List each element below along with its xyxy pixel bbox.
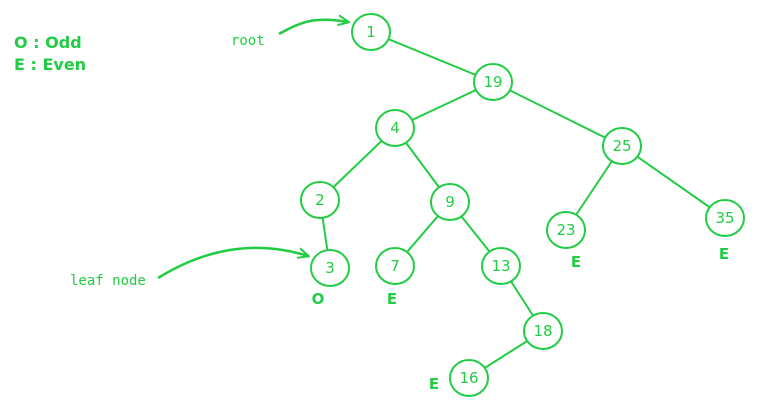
node-25: 25	[602, 127, 642, 165]
legend: O : Odd E : Even	[14, 32, 86, 76]
node-label: 1	[366, 23, 376, 41]
node-35: 35	[705, 199, 745, 237]
node-label: 19	[483, 73, 502, 91]
edge-19-25	[492, 81, 623, 147]
leaf-tag-35: E	[719, 245, 729, 263]
node-label: 16	[459, 369, 478, 387]
node-18: 18	[523, 312, 563, 350]
legend-even: E : Even	[14, 55, 87, 74]
root-annotation: root	[231, 33, 265, 49]
node-7: 7	[375, 247, 415, 285]
node-label: 3	[325, 259, 335, 277]
leaf-tag-23: E	[571, 253, 581, 271]
node-4: 4	[375, 109, 415, 147]
node-3: 3	[310, 249, 350, 287]
node-23: 23	[546, 211, 586, 249]
node-label: 35	[715, 209, 734, 227]
node-label: 7	[390, 257, 400, 275]
node-label: 25	[612, 137, 631, 155]
node-label: 23	[556, 221, 575, 239]
root-arrow-icon	[278, 20, 348, 36]
node-13: 13	[481, 247, 521, 285]
node-label: 18	[533, 322, 552, 340]
node-label: 2	[315, 191, 325, 209]
node-1: 1	[351, 13, 391, 51]
node-16: 16	[449, 359, 489, 397]
node-label: 9	[445, 193, 455, 211]
legend-odd: O : Odd	[14, 33, 82, 52]
node-2: 2	[300, 181, 340, 219]
node-9: 9	[430, 183, 470, 221]
node-label: 13	[491, 257, 510, 275]
leaf-node-annotation: leaf node	[70, 273, 146, 289]
edge-1-19	[370, 31, 494, 83]
node-label: 4	[390, 119, 400, 137]
leaf-tag-7: E	[387, 290, 397, 308]
leaf-tag-16: E	[429, 375, 439, 393]
leaf-tag-3: O	[312, 290, 325, 308]
leaf-arrow-icon	[157, 246, 308, 280]
node-19: 19	[473, 63, 513, 101]
edge-25-35	[621, 145, 726, 219]
edges	[319, 31, 726, 379]
